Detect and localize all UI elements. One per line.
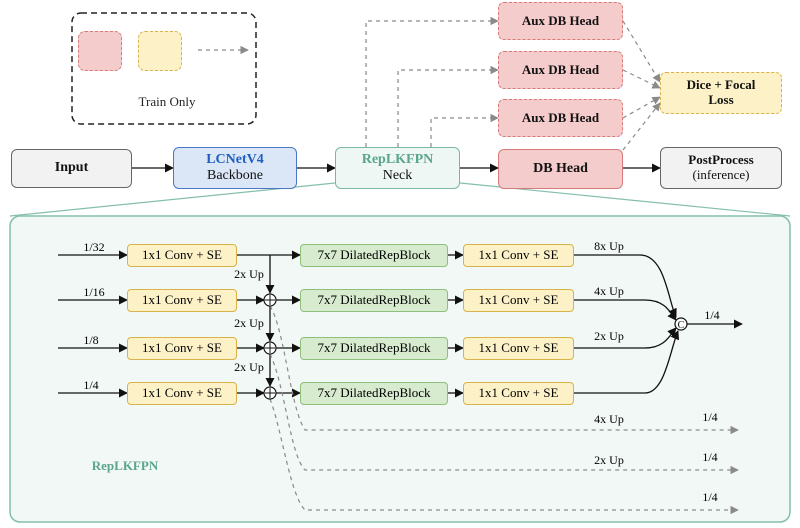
scale-label-4: 1/4 [83, 378, 99, 393]
fpn-row4-to-concat [574, 330, 680, 394]
legend-swatch-red [78, 31, 122, 71]
dilated-block-4: 7x7 DilatedRepBlock [300, 382, 448, 405]
fpn-row1-to-concat [574, 254, 677, 318]
conv-out-1: 1x1 Conv + SE [463, 244, 574, 267]
add-node-3 [263, 386, 277, 400]
loss-box: Dice + Focal Loss [660, 72, 782, 114]
arrow-neck-aux1 [365, 16, 499, 147]
scale-label-1: 1/32 [83, 240, 105, 255]
aux-head-1: Aux DB Head [498, 2, 623, 40]
conv-in-4: 1x1 Conv + SE [127, 382, 237, 405]
legend-label: Train Only [138, 93, 196, 109]
backbone-title: LCNetV4 [206, 151, 264, 167]
dilated-block-1: 7x7 DilatedRepBlock [300, 244, 448, 267]
lateral-up-label-2: 2x Up [234, 316, 264, 331]
arrow-dbhead-loss [622, 102, 661, 151]
up-label-row2: 4x Up [594, 284, 624, 299]
conv-in-2: 1x1 Conv + SE [127, 289, 237, 312]
fpn-row2-to-concat [574, 299, 677, 321]
legend-swatch-yellow [138, 31, 182, 71]
aux-out-scale-1: 1/4 [702, 410, 718, 425]
neck-title: RepLKFPN [361, 151, 434, 167]
conv-in-3: 1x1 Conv + SE [127, 337, 237, 360]
scale-label-2: 1/16 [83, 285, 105, 300]
aux-out-up-1: 4x Up [594, 412, 624, 427]
dilated-block-3: 7x7 DilatedRepBlock [300, 337, 448, 360]
loss-line2: Loss [708, 92, 734, 107]
arrow-neck-aux3 [430, 113, 499, 147]
backbone-box: LCNetV4 Backbone [173, 147, 297, 189]
postprocess-box: PostProcess (inference) [660, 147, 782, 189]
up-label-row3: 2x Up [594, 329, 624, 344]
fpn-section-label: RepLKFPN [91, 457, 159, 473]
conv-in-1: 1x1 Conv + SE [127, 244, 237, 267]
concat-node [674, 317, 688, 331]
conv-out-3: 1x1 Conv + SE [463, 337, 574, 360]
lateral-up-label-3: 2x Up [234, 360, 264, 375]
concat-symbol: C [678, 320, 685, 331]
db-head-box: DB Head [498, 149, 623, 189]
fpn-aux-out-2 [269, 353, 739, 475]
arrow-neck-aux2 [397, 65, 499, 147]
up-label-row1: 8x Up [594, 239, 624, 254]
aux-out-scale-3: 1/4 [702, 490, 718, 505]
aux-out-up-2: 2x Up [594, 453, 624, 468]
conv-out-2: 1x1 Conv + SE [463, 289, 574, 312]
postprocess-title: PostProcess [688, 152, 754, 168]
lateral-up-label-1: 2x Up [234, 267, 264, 282]
add-node-2 [263, 341, 277, 355]
dilated-block-2: 7x7 DilatedRepBlock [300, 289, 448, 312]
fpn-aux-out-3 [269, 398, 739, 515]
neck-subtitle: Neck [382, 168, 413, 183]
arrow-aux2-loss [622, 69, 661, 89]
scale-label-3: 1/8 [83, 333, 99, 348]
legend-frame [71, 12, 257, 125]
aux-head-3: Aux DB Head [498, 99, 623, 137]
backbone-subtitle: Backbone [207, 168, 263, 183]
neck-box: RepLKFPN Neck [335, 147, 460, 189]
postprocess-subtitle: (inference) [692, 167, 750, 182]
arrow-aux3-loss [622, 96, 661, 119]
aux-out-scale-2: 1/4 [702, 450, 718, 465]
loss-line1: Dice + Focal [686, 77, 756, 93]
add-node-1 [263, 293, 277, 307]
conv-out-4: 1x1 Conv + SE [463, 382, 574, 405]
aux-head-2: Aux DB Head [498, 51, 623, 89]
arrow-aux1-loss [622, 20, 661, 83]
input-box: Input [11, 149, 132, 188]
concat-output-label: 1/4 [704, 308, 720, 323]
